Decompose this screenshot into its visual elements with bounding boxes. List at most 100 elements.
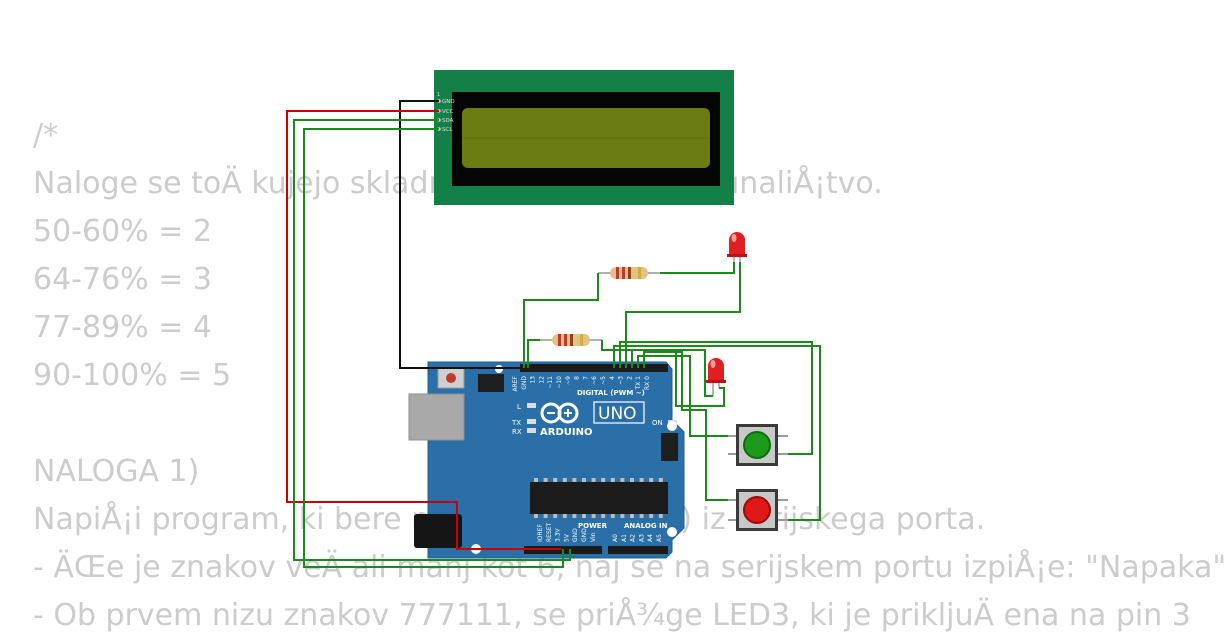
digital-pin-label: ~6	[591, 376, 598, 385]
analog-header	[608, 546, 668, 554]
chip-pin	[649, 478, 654, 482]
code-line: 90-100% = 5	[33, 358, 232, 393]
code-line: NALOGA 1)	[33, 454, 200, 489]
power-pin-label: IOREF	[537, 524, 544, 542]
chip-pin	[534, 514, 538, 518]
resistor-2[interactable]	[540, 334, 602, 346]
chip-pin	[591, 514, 596, 518]
digital-pin-label: TX 1	[635, 376, 642, 391]
push-button-red[interactable]	[728, 489, 788, 531]
digital-pin-label: GND	[521, 376, 528, 390]
digital-header	[520, 364, 668, 372]
l-label: L	[517, 403, 521, 411]
power-pin-label: 3.3V	[555, 527, 562, 542]
digital-pin-label: RX 0	[644, 376, 651, 390]
led-1[interactable]	[727, 232, 747, 272]
led-2[interactable]	[706, 358, 726, 396]
lcd-pin-one-label: 1	[437, 92, 440, 98]
resistor-1[interactable]	[598, 267, 660, 279]
lcd-pin-sda-label: SDA	[442, 118, 454, 124]
analog-pin-label: A3	[638, 534, 645, 542]
rx-label: RX	[512, 428, 522, 436]
digital-pin-label: 8	[574, 376, 581, 380]
push-button-green[interactable]	[728, 424, 788, 466]
arduino-logo-icon	[540, 402, 579, 424]
chip-pin	[620, 478, 625, 482]
chip-pin	[620, 514, 625, 518]
code-line: - Ob prvem nizu znakov 777111, se priÅ¾g…	[33, 598, 1191, 633]
wire-led-2-pin	[631, 349, 725, 407]
chip-pin	[649, 514, 654, 518]
chip-pins	[534, 478, 663, 518]
chip-pin	[601, 514, 606, 518]
digital-pin-label: ~5	[600, 376, 607, 385]
reset-button-cap	[446, 373, 456, 383]
wire-gnd	[399, 100, 521, 369]
analog-pin-label: A0	[612, 534, 619, 542]
chip-pin	[572, 514, 577, 518]
code-line: 50-60% = 2	[33, 214, 212, 249]
chip-pin	[601, 478, 606, 482]
power-pin-label: RESET	[546, 522, 553, 542]
mounting-hole	[667, 527, 677, 537]
chip-pin	[630, 478, 634, 482]
wire-resistor-2-led	[601, 340, 713, 397]
digital-pin-label: ~10	[556, 376, 563, 389]
wire-green-button-pin	[619, 341, 813, 455]
wire-vcc	[286, 110, 561, 550]
wire-resistor-1-gnd	[523, 273, 599, 368]
digital-pin-label: AREF	[512, 375, 519, 391]
digital-pin-label: ~9	[565, 376, 572, 385]
analog-pin-label: A2	[630, 534, 637, 542]
code-line: 77-89% = 4	[33, 310, 212, 345]
digital-pin-label: 2	[626, 376, 633, 380]
icsp-header-2	[661, 433, 678, 461]
tx-label: TX	[511, 419, 521, 427]
digital-pin-label: 12	[538, 376, 545, 384]
chip-pin	[610, 514, 615, 518]
chip-pin	[543, 478, 548, 482]
digital-header-label: DIGITAL (PWM ~)	[577, 389, 645, 397]
power-pin-label: GND	[581, 528, 588, 542]
tx-led	[527, 419, 536, 424]
chip-pin	[543, 514, 548, 518]
code-line: /*	[33, 118, 59, 153]
wire-red-button-pin	[613, 345, 821, 521]
analog-pin-label: A1	[621, 534, 628, 542]
wires	[286, 100, 821, 568]
chip-pin	[562, 514, 567, 518]
icsp-header	[478, 374, 504, 392]
power-pin-label: GND	[572, 528, 579, 542]
digital-pin-label: ~3	[618, 376, 625, 385]
lcd-pin-scl-label: SCL	[442, 127, 453, 133]
uno-box	[593, 401, 645, 424]
chip-pin	[658, 478, 663, 482]
analog-pin-label: A5	[656, 534, 663, 542]
lcd-pin-vcc-label: VCC	[442, 109, 454, 115]
analog-header-label: ANALOG IN	[624, 522, 668, 530]
lcd-pin-gnd-label: GND	[442, 99, 455, 105]
on-label: ON	[652, 419, 663, 427]
wire-resistor-2-gnd	[527, 339, 540, 368]
uno-label: UNO	[598, 404, 637, 424]
power-header-label: POWER	[578, 522, 608, 530]
power-jack	[414, 514, 462, 548]
red-button-cap	[743, 496, 771, 524]
chip-pin	[553, 478, 558, 482]
chip-pin	[562, 478, 567, 482]
wire-red-button-gnd	[643, 351, 736, 501]
digital-pin-label: 13	[530, 376, 537, 384]
arduino-brand-label: ARDUINO	[540, 427, 592, 438]
lcd-display[interactable]: 1 GND VCC SDA SCL	[434, 70, 734, 205]
mounting-hole	[667, 421, 677, 431]
power-pin-label: 5V	[563, 533, 570, 542]
chip-pin	[582, 478, 586, 482]
chip-pin	[658, 514, 663, 518]
chip-pin	[553, 514, 558, 518]
digital-pin-label: 4	[609, 376, 616, 380]
wire-led-1-pin	[625, 262, 741, 368]
